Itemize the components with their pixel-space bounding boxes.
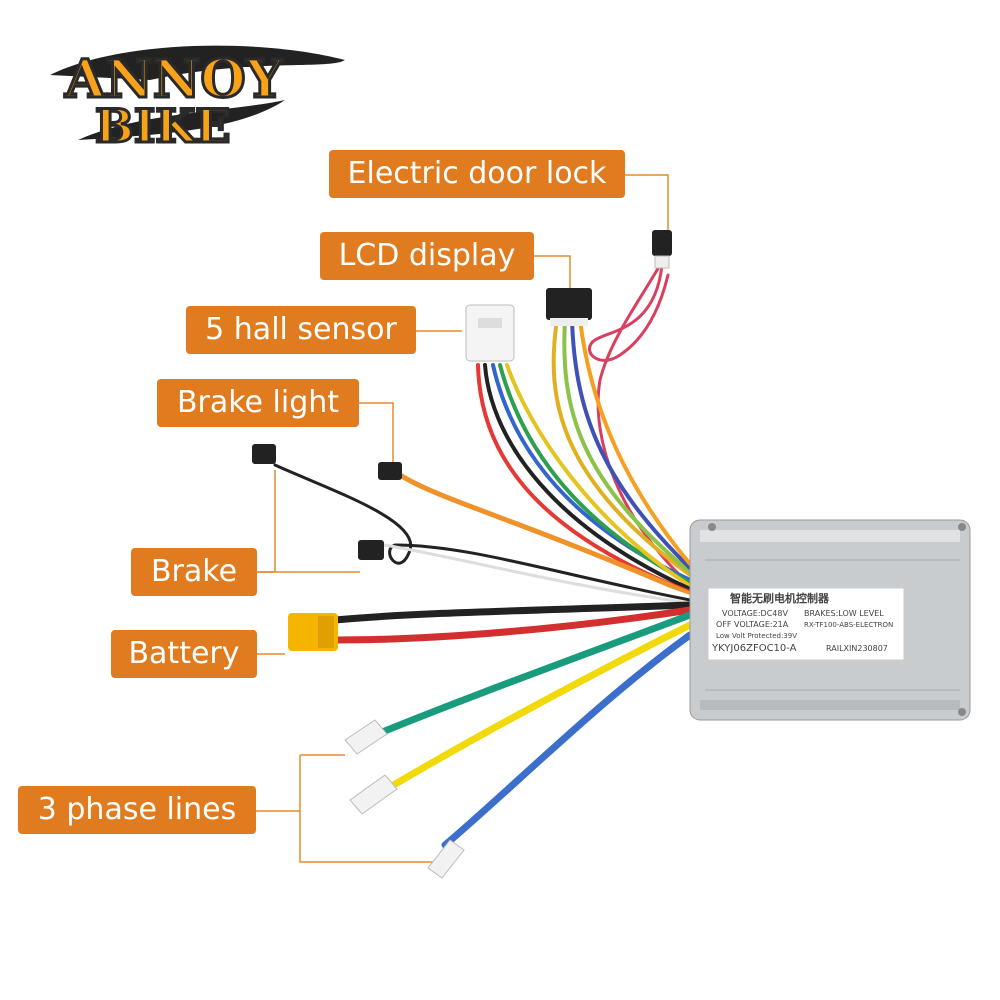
leader-lines bbox=[256, 174, 669, 863]
svg-text:智能无刷电机控制器: 智能无刷电机控制器 bbox=[730, 591, 830, 605]
label-brake: Brake bbox=[131, 548, 257, 596]
svg-text:BIKE: BIKE bbox=[95, 99, 230, 153]
brake-connector-bottom bbox=[358, 540, 384, 560]
controller-box: 智能无刷电机控制器 VOLTAGE:DC48V OFF VOLTAGE:21A … bbox=[689, 519, 971, 721]
label-3-phase-lines: 3 phase lines bbox=[18, 786, 256, 834]
label-battery: Battery bbox=[111, 630, 257, 678]
svg-text:RX-TF100-ABS-ELECTRON: RX-TF100-ABS-ELECTRON bbox=[804, 621, 893, 629]
svg-text:YKYJ06ZFOC10-A: YKYJ06ZFOC10-A bbox=[711, 643, 797, 654]
label-electric-door-lock: Electric door lock bbox=[329, 150, 625, 198]
svg-text:BRAKES:LOW LEVEL: BRAKES:LOW LEVEL bbox=[804, 609, 884, 618]
connectors bbox=[252, 230, 672, 879]
brake-light-connector bbox=[378, 462, 402, 480]
svg-text:ANNOY: ANNOY bbox=[64, 49, 284, 110]
svg-text:Low Volt Protected:39V: Low Volt Protected:39V bbox=[716, 632, 797, 640]
lcd-connector bbox=[546, 288, 592, 320]
label-brake-light: Brake light bbox=[157, 379, 359, 427]
controller-label bbox=[707, 587, 905, 661]
wires bbox=[273, 263, 694, 849]
label-hall-sensor: 5 hall sensor bbox=[186, 306, 416, 354]
annoy-bike-logo: ANNOY BIKE bbox=[50, 45, 345, 155]
label-lcd-display: LCD display bbox=[320, 232, 534, 280]
brake-connector-top bbox=[252, 444, 276, 464]
svg-text:VOLTAGE:DC48V: VOLTAGE:DC48V bbox=[722, 609, 788, 618]
svg-text:RAILXIN230807: RAILXIN230807 bbox=[826, 644, 888, 653]
door-lock-connector bbox=[652, 230, 672, 256]
hall-connector bbox=[465, 304, 515, 362]
svg-text:OFF VOLTAGE:21A: OFF VOLTAGE:21A bbox=[716, 620, 789, 629]
